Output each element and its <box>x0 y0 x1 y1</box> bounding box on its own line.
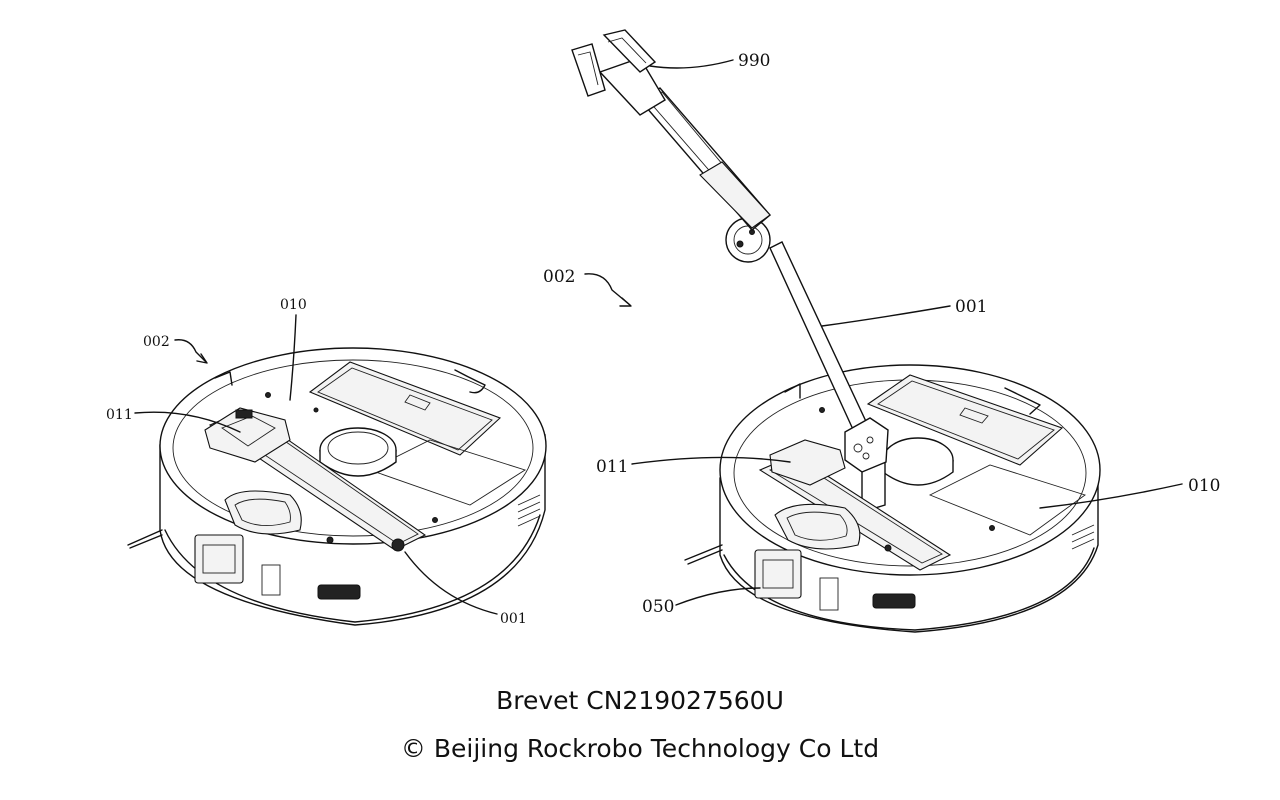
leader-001-right <box>822 306 950 326</box>
label-010-left: 010 <box>280 297 307 313</box>
robot-vacuum-right <box>685 365 1100 632</box>
copyright-caption: © Beijing Rockrobo Technology Co Ltd <box>0 734 1280 763</box>
label-010-right: 010 <box>1188 476 1220 496</box>
leader-990 <box>650 60 733 68</box>
arrow-002-left <box>175 340 206 362</box>
label-011-right: 011 <box>596 457 628 477</box>
arrow-002-right <box>585 274 630 305</box>
robot-vacuum-left <box>128 348 546 625</box>
label-001-left: 001 <box>500 611 527 627</box>
label-002-right: 002 <box>543 267 575 287</box>
label-050: 050 <box>642 597 674 617</box>
patent-number-caption: Brevet CN219027560U <box>0 686 1280 715</box>
label-002-left: 002 <box>143 334 170 350</box>
label-001-right: 001 <box>955 297 987 317</box>
patent-drawing: 002 010 011 001 <box>0 0 1280 660</box>
label-011-left: 011 <box>106 407 133 423</box>
label-990: 990 <box>738 51 770 71</box>
